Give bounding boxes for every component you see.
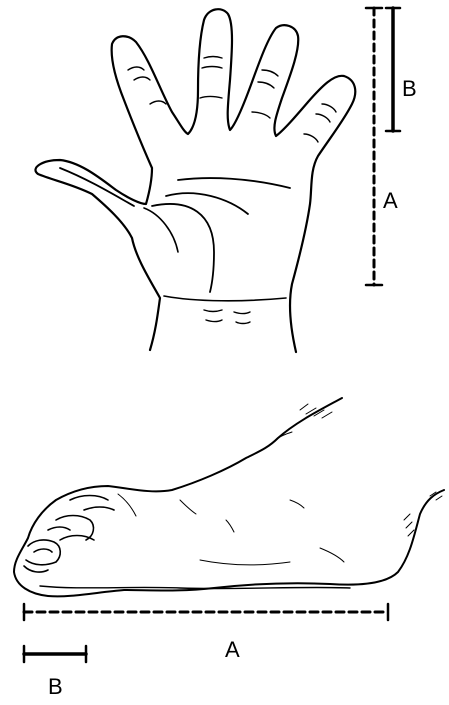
hand-illustration: [35, 9, 355, 352]
hand-label-b: B: [402, 76, 417, 101]
foot-label-b: B: [48, 674, 63, 699]
hand-label-a: A: [383, 188, 398, 213]
foot-dimension-b: B: [24, 646, 86, 699]
foot-illustration: [14, 398, 444, 596]
hand-dimension-b: B: [386, 8, 417, 131]
foot-label-a: A: [225, 637, 240, 662]
hand-outline: [35, 9, 355, 352]
